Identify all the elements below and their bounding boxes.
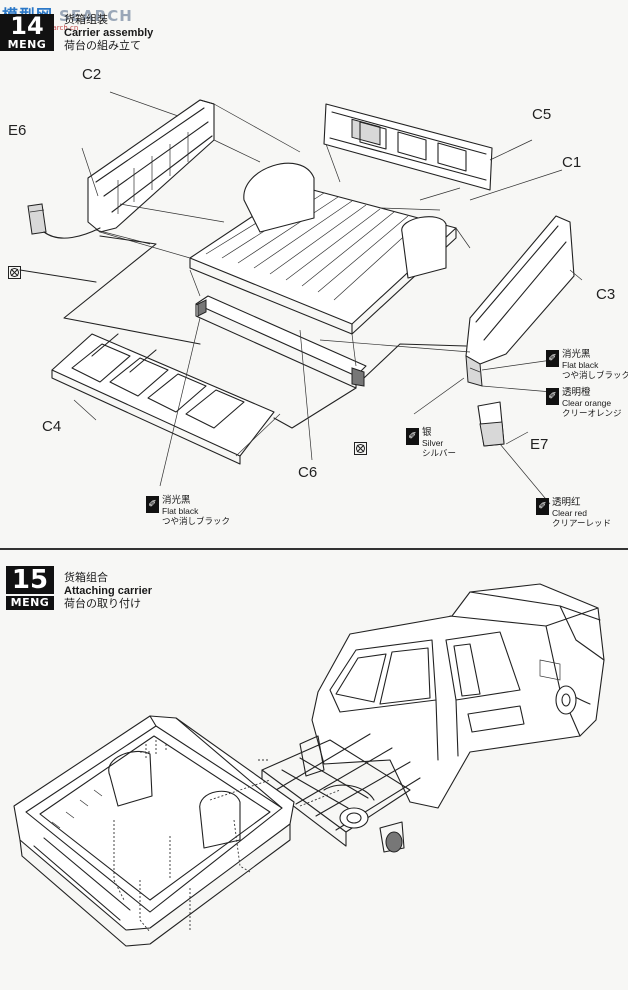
step-15-meng-logo: MENG bbox=[6, 596, 54, 610]
paint-callout-flat-black-a: ✐ 消光黑 Flat black つや消しブラック bbox=[546, 350, 628, 380]
part-label-c3: C3 bbox=[596, 286, 616, 303]
step-15-title-en: Attaching carrier bbox=[64, 585, 153, 597]
paint-cn: 银 bbox=[422, 427, 432, 438]
no-glue-icon-1 bbox=[8, 266, 21, 279]
step-14-title-cn: 货箱组装 bbox=[64, 14, 108, 26]
paint-en: Silver bbox=[422, 438, 444, 448]
assembly-lines bbox=[19, 91, 583, 505]
part-label-e6: E6 bbox=[8, 122, 27, 139]
brush-icon: ✐ bbox=[546, 350, 559, 367]
brush-icon: ✐ bbox=[546, 388, 559, 405]
paint-en: Clear orange bbox=[562, 398, 612, 408]
part-e6-shape bbox=[27, 203, 47, 235]
step-15-title-jp: 荷台の取り付け bbox=[64, 598, 141, 610]
truck-cab-shape bbox=[311, 583, 605, 809]
brush-icon: ✐ bbox=[536, 498, 549, 515]
step-divider bbox=[0, 548, 628, 550]
part-label-c1: C1 bbox=[562, 154, 582, 171]
part-label-c2: C2 bbox=[82, 66, 102, 83]
paint-cn: 消光黑 bbox=[562, 349, 591, 360]
part-c3-shape bbox=[465, 215, 575, 387]
step-15-number: 15 bbox=[6, 566, 54, 594]
part-c2-shape bbox=[87, 99, 215, 233]
part-c5-shape bbox=[323, 103, 493, 191]
step-14-title: 货箱组装 Carrier assembly 荷台の組み立て bbox=[64, 14, 153, 53]
paint-jp: つや消しブラック bbox=[162, 516, 231, 526]
part-label-e7: E7 bbox=[530, 436, 549, 453]
carrier-bed-shape bbox=[13, 715, 295, 947]
part-c6-shape bbox=[195, 295, 367, 389]
paint-callout-silver: ✐ 银 Silver シルバー bbox=[406, 428, 456, 458]
watermark-search: SEARCH bbox=[59, 7, 133, 25]
part-e7-shape bbox=[477, 401, 505, 447]
part-label-c5: C5 bbox=[532, 106, 552, 123]
no-glue-icon-2 bbox=[354, 442, 367, 455]
step-14-title-en: Carrier assembly bbox=[64, 27, 154, 39]
paint-jp: つや消しブラック bbox=[562, 370, 628, 380]
paint-jp: クリーオレンジ bbox=[562, 408, 622, 418]
paint-cn: 透明橙 bbox=[562, 387, 591, 398]
paint-jp: シルバー bbox=[422, 448, 457, 458]
paint-jp: クリアーレッド bbox=[552, 518, 611, 528]
step-15-title-cn: 货箱组合 bbox=[64, 572, 108, 584]
paint-callout-clear-orange: ✐ 透明橙 Clear orange クリーオレンジ bbox=[546, 388, 622, 418]
part-label-c6: C6 bbox=[298, 464, 318, 481]
part-c4-shape bbox=[51, 333, 275, 465]
part-label-c4: C4 bbox=[42, 418, 62, 435]
paint-cn: 消光黑 bbox=[162, 495, 191, 506]
paint-callout-clear-red: ✐ 透明红 Clear red クリアーレッド bbox=[536, 498, 611, 528]
paint-en: Flat black bbox=[162, 506, 199, 516]
paint-cn: 透明红 bbox=[552, 497, 581, 508]
chassis-frame-shape bbox=[261, 733, 421, 853]
step-14-meng-logo: MENG bbox=[0, 38, 54, 51]
part-floor-shape bbox=[189, 162, 457, 335]
brush-icon: ✐ bbox=[406, 428, 419, 445]
brush-icon: ✐ bbox=[146, 496, 159, 513]
step-14-title-jp: 荷台の組み立て bbox=[64, 40, 141, 52]
step-14-drawing bbox=[19, 91, 583, 505]
paint-en: Flat black bbox=[562, 360, 599, 370]
step-14-number: 14 bbox=[0, 14, 54, 38]
step-14-number-text: 14 bbox=[10, 12, 44, 40]
paint-en: Clear red bbox=[552, 508, 587, 518]
step-15-title: 货箱组合 Attaching carrier 荷台の取り付け bbox=[64, 572, 152, 611]
step-15-number-text: 15 bbox=[11, 565, 49, 595]
assembly-guides bbox=[113, 740, 341, 933]
paint-callout-flat-black-b: ✐ 消光黑 Flat black つや消しブラック bbox=[146, 496, 230, 526]
